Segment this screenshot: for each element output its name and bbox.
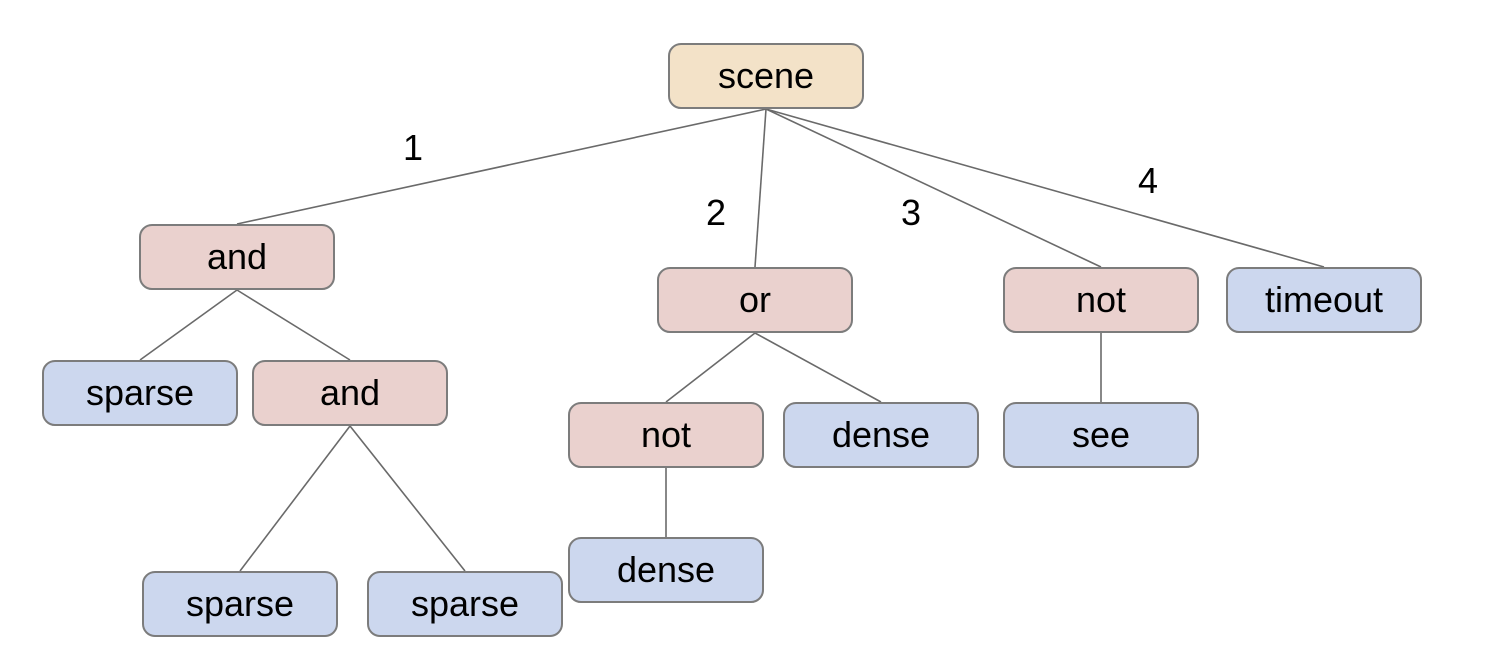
tree-node-not1: not bbox=[1003, 267, 1199, 333]
tree-edge-scene-and1 bbox=[236, 108, 767, 225]
tree-edge-and2-sparse3 bbox=[349, 425, 466, 572]
tree-edge-and2-sparse2 bbox=[239, 425, 351, 572]
tree-node-label: sparse bbox=[85, 372, 195, 413]
tree-node-label: dense bbox=[831, 414, 931, 455]
tree-node-dense2: dense bbox=[568, 537, 764, 603]
tree-edge-or1-dense1 bbox=[754, 332, 882, 403]
tree-edge-scene-not1 bbox=[765, 108, 1102, 268]
tree-node-and1: and bbox=[139, 224, 335, 290]
tree-node-label: dense bbox=[616, 549, 716, 590]
tree-node-and2: and bbox=[252, 360, 448, 426]
tree-node-label: not bbox=[1075, 279, 1127, 320]
tree-edge-or1-not2 bbox=[665, 332, 756, 403]
tree-node-or1: or bbox=[657, 267, 853, 333]
tree-node-sparse1: sparse bbox=[42, 360, 238, 426]
edge-label-scene-and1: 1 bbox=[402, 127, 424, 168]
tree-node-label: and bbox=[206, 236, 268, 277]
tree-edge-and1-sparse1 bbox=[139, 289, 238, 361]
tree-node-see1: see bbox=[1003, 402, 1199, 468]
edge-label-scene-not1: 3 bbox=[900, 192, 922, 233]
tree-node-label: not bbox=[640, 414, 692, 455]
tree-node-label: and bbox=[319, 372, 381, 413]
tree-node-sparse2: sparse bbox=[142, 571, 338, 637]
tree-node-label: see bbox=[1071, 414, 1131, 455]
tree-node-dense1: dense bbox=[783, 402, 979, 468]
edge-label-scene-timeout1: 4 bbox=[1137, 160, 1159, 201]
tree-node-sparse3: sparse bbox=[367, 571, 563, 637]
tree-node-label: sparse bbox=[410, 583, 520, 624]
tree-edge-and1-and2 bbox=[236, 289, 351, 361]
tree-node-label: timeout bbox=[1264, 279, 1384, 320]
tree-node-label: or bbox=[738, 279, 771, 320]
tree-node-label: sparse bbox=[185, 583, 295, 624]
tree-edge-scene-or1 bbox=[754, 108, 767, 268]
edge-label-scene-or1: 2 bbox=[705, 192, 727, 233]
tree-node-timeout1: timeout bbox=[1226, 267, 1422, 333]
tree-edge-scene-timeout1 bbox=[765, 108, 1325, 268]
tree-node-not2: not bbox=[568, 402, 764, 468]
tree-node-scene: scene bbox=[668, 43, 864, 109]
tree-node-label: scene bbox=[717, 55, 815, 96]
